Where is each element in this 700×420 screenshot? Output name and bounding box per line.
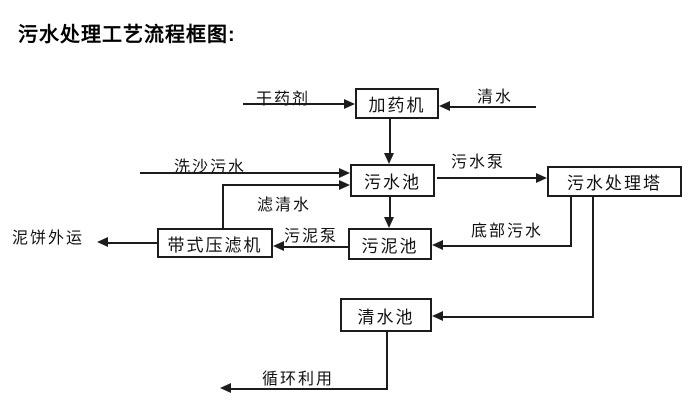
label-dry-chemical: 干药剂 — [256, 91, 311, 108]
connector-recycle-line — [231, 388, 388, 390]
connector-clean-pool-down — [386, 332, 388, 390]
connector-filtered-water-line — [222, 184, 339, 186]
connector-bottom-sewage-line — [443, 245, 572, 247]
page-title: 污水处理工艺流程框图: — [18, 24, 236, 46]
connector-mud-cake-line — [108, 242, 157, 244]
arrowhead-into-sludge-pool-top — [384, 217, 394, 228]
connector-sewage-pump-line — [437, 177, 536, 179]
arrowhead-into-sludge-pool-right — [432, 240, 443, 250]
node-sludge-pool: 污泥池 — [348, 228, 432, 260]
node-dosing-machine: 加药机 — [355, 88, 439, 119]
connector-bottom-sewage-vertical — [570, 197, 572, 247]
label-sludge-pump: 污泥泵 — [284, 228, 339, 245]
arrowhead-mud-cake-out — [97, 237, 108, 247]
connector-sewage-to-sludge — [389, 197, 391, 217]
arrowhead-into-clean-pool — [432, 311, 443, 321]
label-bottom-sewage: 底部污水 — [471, 223, 544, 240]
label-recycle-use: 循环利用 — [262, 371, 335, 388]
connector-filtered-water-vertical — [222, 185, 224, 228]
connector-dry-chemical-line — [243, 103, 345, 105]
label-sewage-pump: 污水泵 — [451, 154, 506, 171]
label-clean-water: 清水 — [477, 89, 514, 106]
label-mud-cake-out: 泥饼外运 — [12, 230, 85, 247]
connector-clean-water-line — [450, 106, 536, 108]
connector-dosing-to-sewage-pool — [389, 119, 391, 155]
node-belt-filter-press: 带式压滤机 — [157, 228, 273, 258]
arrowhead-recycle-out — [220, 383, 231, 393]
arrowhead-into-dosing-left — [344, 99, 355, 109]
arrowhead-into-belt-press — [273, 241, 284, 251]
arrowhead-into-tower — [536, 173, 547, 183]
arrowhead-into-dosing-right — [439, 101, 450, 111]
label-sand-washing-sewage: 洗沙污水 — [174, 159, 247, 176]
arrowhead-into-sewage-pool-top — [384, 153, 394, 164]
connector-sand-washing-line — [140, 172, 339, 174]
node-sewage-pool: 污水池 — [350, 164, 435, 197]
label-filtered-water: 滤清水 — [257, 197, 312, 214]
node-clean-water-pool: 清水池 — [340, 298, 432, 332]
connector-sludge-pump-line — [284, 246, 348, 248]
arrowhead-filtered-water — [339, 180, 350, 190]
connector-tower-to-clean-pool-vertical — [592, 197, 594, 318]
arrowhead-sand-washing — [339, 168, 350, 178]
node-sewage-treatment-tower: 污水处理塔 — [547, 166, 682, 197]
connector-tower-to-clean-pool-line — [443, 316, 594, 318]
